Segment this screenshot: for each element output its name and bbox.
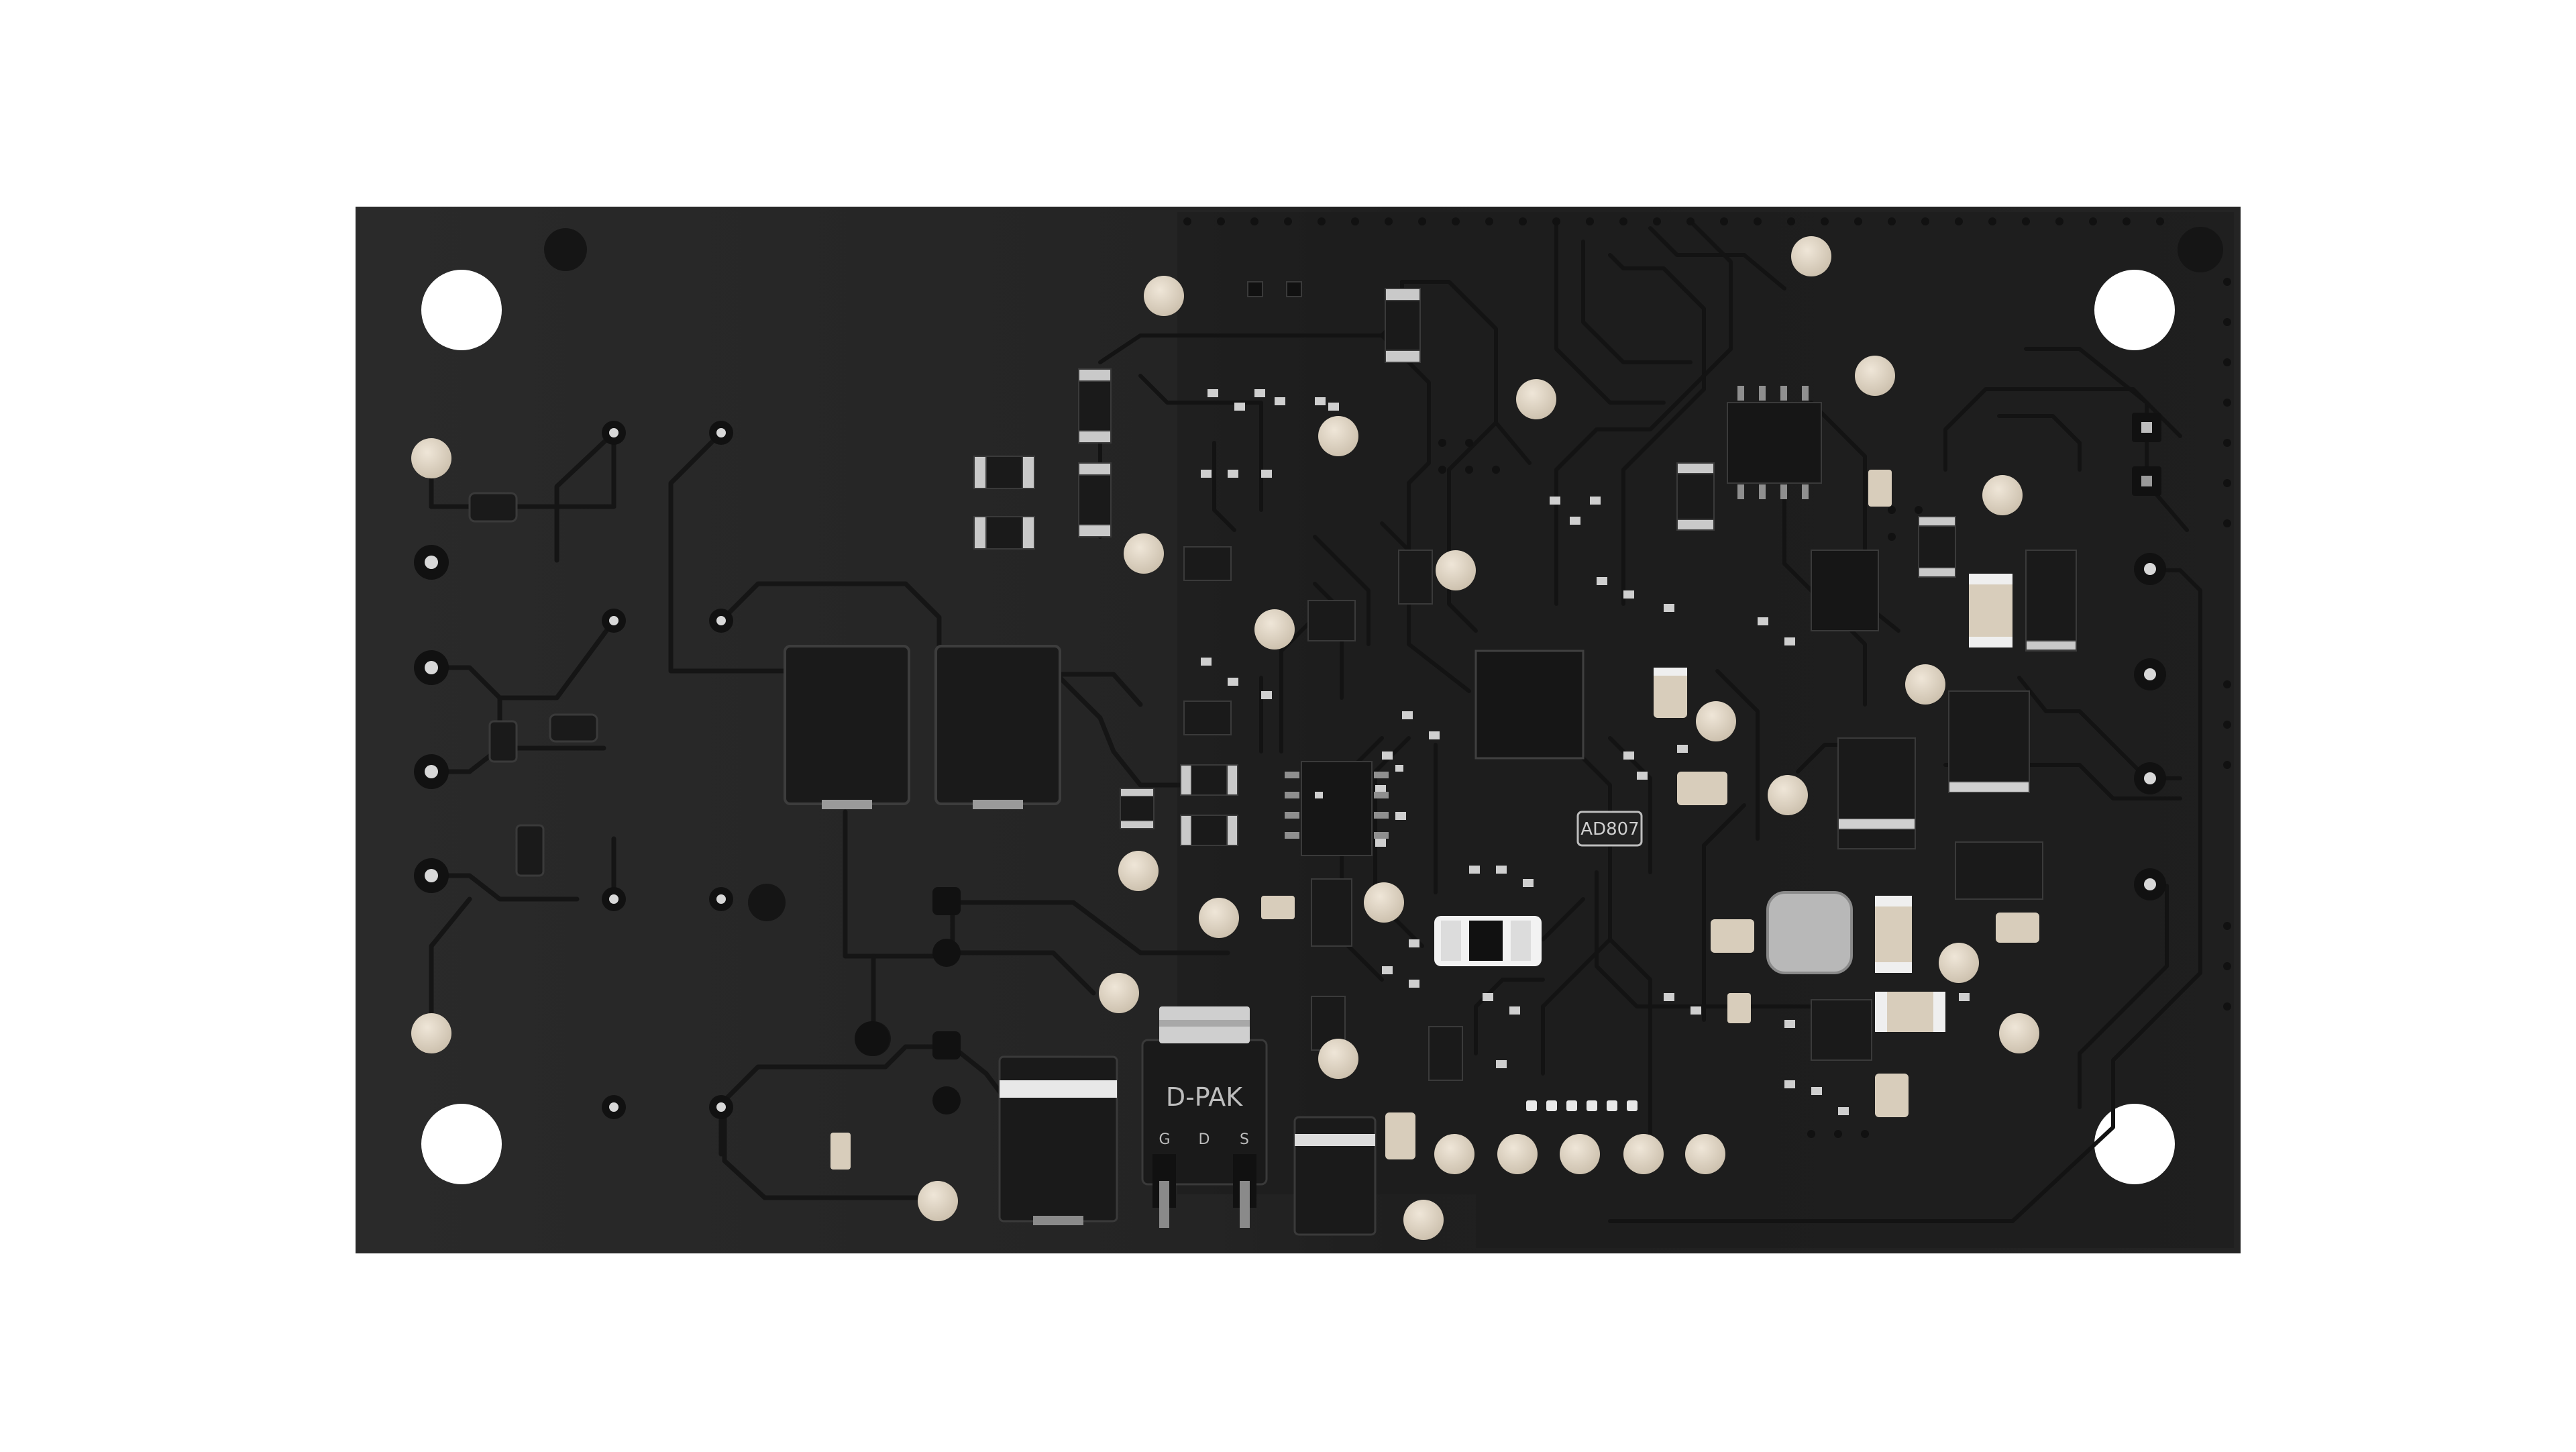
pin-s-label: S xyxy=(1240,1131,1249,1148)
white-sensor xyxy=(1434,916,1542,966)
shielded-inductor xyxy=(1766,891,1853,974)
via-rows xyxy=(1183,217,2231,1138)
test-pads xyxy=(918,236,2039,1240)
power-transistors: D-PAK G D S xyxy=(998,1006,1377,1236)
pin-d-label: D xyxy=(1199,1131,1210,1148)
header-pins xyxy=(1526,1100,1638,1111)
pin-g-label: G xyxy=(1159,1131,1170,1148)
dpak-label: D-PAK xyxy=(1166,1082,1243,1112)
through-hole-pads-left xyxy=(411,421,733,1119)
through-hole-pads-right xyxy=(2132,413,2166,900)
ceramic-capacitors xyxy=(830,470,2039,1170)
left-small-components xyxy=(468,492,598,877)
chip-marking-box: AD807 xyxy=(1576,811,1643,847)
chip-marking-text: AD807 xyxy=(1580,819,1639,839)
ic-pins xyxy=(1285,386,1809,839)
tiny-smd-parts xyxy=(1201,389,1970,1115)
power-inductors xyxy=(784,645,1061,809)
smd-components xyxy=(973,281,2077,1081)
square-pads xyxy=(855,887,961,1114)
